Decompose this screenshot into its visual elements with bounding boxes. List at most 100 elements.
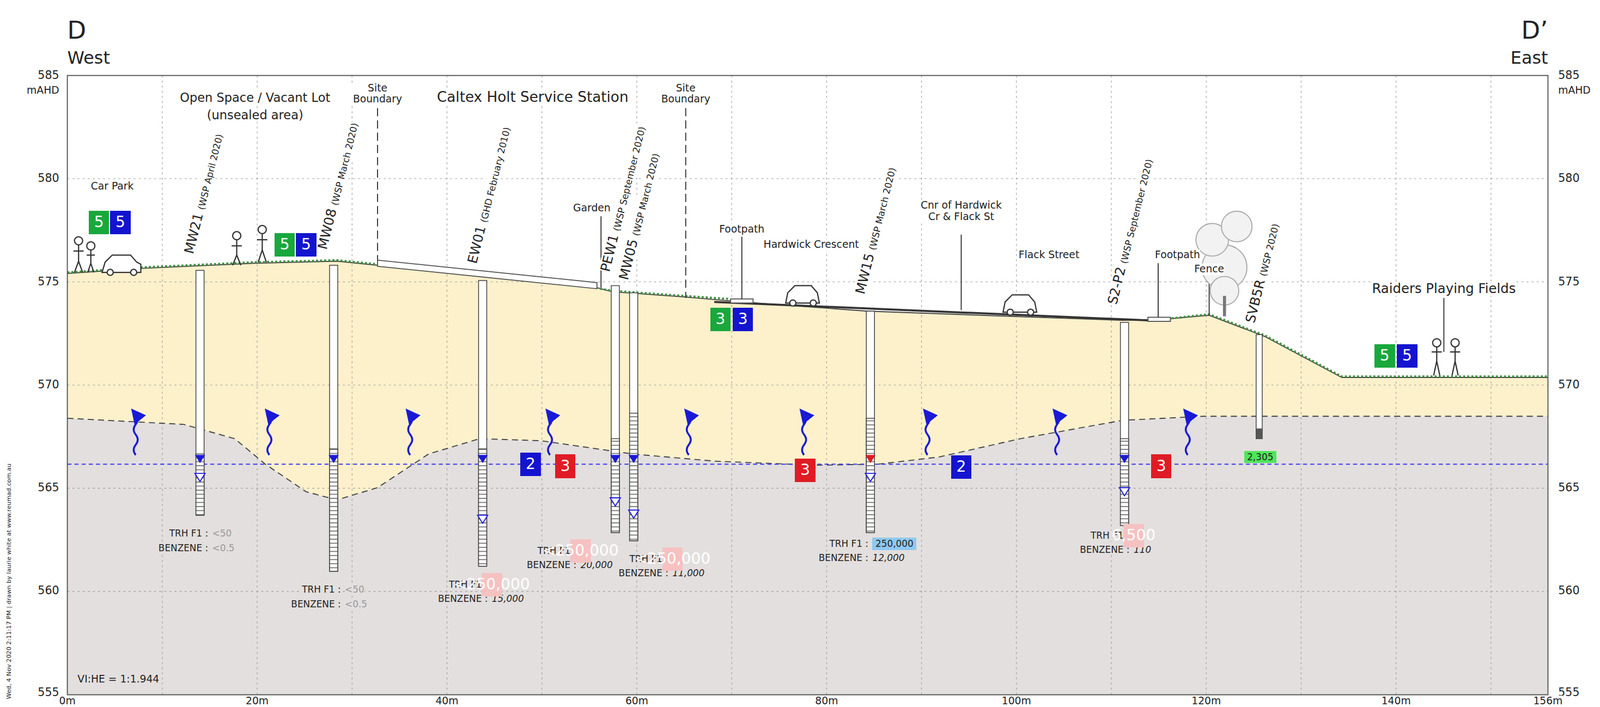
label: BENZENE : [437, 593, 488, 605]
label: Site Boundary [347, 82, 409, 106]
water-level-hollow [628, 510, 640, 519]
zone-marker: 5 [295, 233, 316, 257]
boundary [685, 108, 687, 298]
zone-marker: 2 [951, 455, 972, 479]
label: (unsealed area) [207, 108, 304, 123]
label: 120m [1191, 695, 1221, 707]
label: Cnr of Hardwick Cr & Flack St [920, 199, 1003, 223]
seepage-arrow [1055, 414, 1060, 455]
label: 80m [814, 695, 838, 707]
label: TRH F1 : [301, 584, 341, 595]
value-highlight: 2,305 [1244, 451, 1277, 464]
seepage-arrow [408, 414, 412, 455]
concrete-slab [377, 260, 598, 289]
label: TRH F1 : [829, 538, 869, 550]
well-source: (WSP March 2020) [329, 121, 361, 207]
seepage-arrow [686, 414, 691, 455]
label: <50 [212, 528, 233, 539]
well-label: EW01(GHD February 2010) [465, 125, 514, 266]
label: 100m [1001, 695, 1032, 707]
well-label: MW08(WSP March 2020) [315, 120, 362, 251]
grid-line [1110, 75, 1112, 696]
well-screen [629, 413, 638, 541]
label: Site Boundary [655, 82, 717, 106]
zone-marker: 3 [710, 307, 731, 332]
zone-number: <250,000 [542, 542, 619, 560]
label: 565 [37, 481, 59, 495]
label: 575 [1558, 275, 1580, 289]
label: Raiders Playing Fields [1371, 281, 1516, 297]
fields-leader [1443, 297, 1445, 352]
zone-marker: 3 [555, 454, 576, 478]
well-screen [329, 448, 338, 572]
zone-number: 5 [301, 236, 312, 254]
water-level [477, 454, 489, 464]
yellow-fill [67, 260, 1549, 500]
well-name: S2-P2 [1104, 265, 1129, 307]
zone-marker: <250,000 [570, 539, 591, 563]
wells [195, 265, 1263, 572]
label: 0m [59, 695, 76, 707]
label: BENZENE : [818, 552, 869, 564]
zone-marker: <250,000 [662, 547, 683, 571]
well-screen [611, 438, 620, 533]
cars [101, 254, 1037, 316]
water-level-hollow [865, 473, 876, 482]
well-source: (WSP 2020) [1257, 222, 1281, 278]
seepage-arrows [133, 414, 1190, 455]
well-casing [329, 265, 338, 572]
label: 20m [245, 695, 269, 707]
zone-number: 5 [94, 214, 105, 231]
zone-number: 2 [956, 458, 967, 476]
water-level [865, 454, 876, 464]
water-level [1119, 454, 1130, 464]
label: Open Space / Vacant Lot [179, 90, 331, 105]
zone-marker: 3 [1151, 454, 1172, 478]
zone-marker: 2 [520, 452, 541, 477]
seepage-arrow [548, 414, 552, 455]
zone-number: 5 [280, 236, 290, 254]
label: 12,000 [872, 552, 905, 564]
label: D [67, 16, 87, 44]
water-level-hollow [195, 473, 206, 482]
grass [1171, 314, 1548, 377]
label: <0.5 [212, 543, 235, 554]
label: 555 [37, 686, 59, 699]
grid-line [67, 281, 1549, 283]
label: 570 [37, 378, 59, 392]
water-level-hollow [1119, 487, 1130, 496]
well-name: MW08 [314, 207, 340, 252]
zone-marker: 5 [1374, 344, 1395, 368]
water-level [328, 454, 339, 464]
well-name: MW21 [180, 211, 207, 256]
label: VI:HE = 1:1.944 [77, 673, 160, 686]
label: 580 [37, 172, 59, 185]
label: <50 [344, 584, 365, 595]
label: Fence [1194, 263, 1225, 276]
grid-line [67, 178, 1549, 179]
label: Caltex Holt Service Station [436, 89, 629, 106]
well-source: (WSP April 2020) [195, 132, 225, 211]
bore-tip [1256, 428, 1263, 440]
well-casing [866, 311, 875, 533]
seepage-arrow [801, 414, 806, 455]
well-name: EW01 [464, 224, 489, 266]
zone-number: 5 [115, 214, 126, 231]
label: BENZENE : [158, 543, 209, 554]
zone-number: 6,500 [1111, 527, 1156, 545]
label: Flack Street [1018, 249, 1080, 261]
label: 60m [625, 695, 649, 707]
label: Car Park [90, 180, 135, 193]
well-screen [478, 448, 487, 567]
people [73, 225, 1461, 376]
water-level-hollow [477, 515, 489, 524]
label: 156m [1532, 695, 1563, 707]
label: BENZENE : [526, 560, 577, 571]
boundary [376, 108, 379, 261]
well-label: S2-P2(WSP September 2020) [1105, 157, 1156, 307]
soil-vapour-bore [1256, 334, 1263, 439]
interface-line [67, 416, 1549, 501]
well-casing [611, 285, 620, 533]
ground-surface [67, 260, 1549, 378]
